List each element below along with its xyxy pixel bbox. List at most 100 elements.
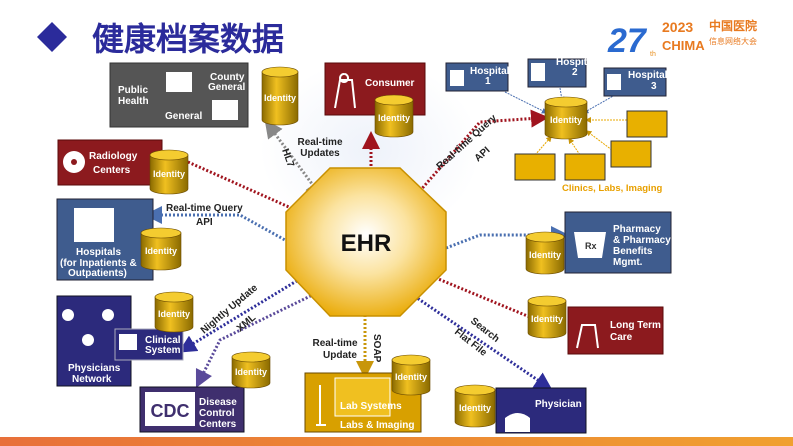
svg-text:Physician: Physician [535, 399, 582, 410]
svg-text:Rx: Rx [585, 241, 597, 251]
microscope-icon [316, 385, 326, 426]
identity-label: Identity [264, 93, 296, 103]
node-pharmacy[interactable]: Rx Pharmacy & Pharmacy Benefits Mgmt. [564, 211, 672, 274]
node-long-term-care[interactable]: Long Term Care [567, 306, 664, 355]
clinics-label: Clinics, Labs, Imaging [562, 183, 662, 194]
svg-text:2023: 2023 [662, 19, 693, 35]
identity-cylinder-consumer: Identity [374, 94, 414, 138]
node-public-health[interactable]: Public Health County General General [109, 62, 249, 128]
svg-text:Real-time Query: Real-time Query [166, 203, 243, 214]
identity-cylinder-labs: Identity [391, 354, 431, 396]
identity-cylinder-physician: Identity [454, 384, 496, 428]
mortar-pestle-icon [574, 232, 606, 258]
walker-person-icon [576, 324, 599, 349]
svg-text:Centers: Centers [199, 419, 237, 430]
building-icon [166, 72, 192, 92]
identity-label: Identity [158, 309, 190, 319]
svg-text:Health: Health [118, 96, 149, 107]
svg-text:CHIMA: CHIMA [662, 38, 705, 53]
svg-text:Hospital: Hospital [470, 66, 510, 77]
doctor-icon [505, 413, 530, 432]
identity-cylinder-pharmacy: Identity [525, 231, 565, 275]
node-hospital-3[interactable]: Hospital 3 [603, 67, 668, 97]
svg-text:Pharmacy: Pharmacy [613, 224, 661, 235]
node-hospital-2[interactable]: Hospital 2 [527, 57, 596, 88]
svg-text:SOAP: SOAP [371, 334, 382, 363]
arrow-public-health [264, 119, 324, 200]
svg-text:Disease: Disease [199, 397, 237, 408]
walker-person-icon [334, 73, 356, 109]
chima-logo: 27 th 2023 CHIMA 中国医院 信息网络大会 [607, 18, 757, 60]
building-icon [212, 100, 238, 120]
svg-text:Care: Care [610, 332, 633, 343]
svg-text:System: System [145, 345, 181, 356]
arrow-cdc [195, 280, 342, 389]
svg-text:3: 3 [651, 81, 657, 92]
node-hospital-1[interactable]: Hospital 1 [445, 62, 510, 92]
svg-text:Real-time: Real-time [297, 137, 342, 148]
svg-text:Updates: Updates [300, 148, 340, 159]
svg-text:Network: Network [72, 374, 112, 385]
node-physician[interactable]: Physician [495, 387, 587, 434]
page-title: 健康档案数据 [92, 20, 284, 58]
clinic-icons [514, 110, 668, 181]
svg-text:Radiology: Radiology [89, 151, 138, 162]
footer-bar [0, 437, 793, 446]
svg-text:1: 1 [485, 76, 491, 87]
svg-text:Nightly Update: Nightly Update [199, 282, 260, 336]
identity-label: Identity [378, 113, 410, 123]
identity-label: Identity [235, 367, 267, 377]
svg-text:API: API [196, 217, 213, 228]
svg-text:Long Term: Long Term [610, 320, 661, 331]
identity-label: Identity [153, 169, 185, 179]
identity-cylinder-public-health: Identity [261, 66, 299, 126]
svg-text:中国医院: 中国医院 [709, 18, 757, 33]
svg-text:Real-time: Real-time [312, 338, 357, 349]
computer-icon [119, 334, 137, 350]
node-hospitals[interactable]: Hospitals (for Inpatients & Outpatients) [56, 198, 154, 281]
identity-label: Identity [550, 115, 582, 125]
identity-cylinder-physicians: Identity [154, 291, 194, 333]
arrow-physician [390, 279, 553, 391]
identity-label: Identity [145, 246, 177, 256]
svg-text:Centers: Centers [93, 165, 131, 176]
ehr-hub [285, 167, 447, 317]
node-clinical-system[interactable]: Clinical System [114, 328, 184, 361]
svg-text:th: th [650, 51, 656, 58]
identity-label: Identity [459, 403, 491, 413]
identity-label: Identity [531, 314, 563, 324]
node-radiology[interactable]: Radiology Centers [57, 139, 163, 186]
identity-label: Identity [529, 250, 561, 260]
svg-text:General: General [165, 111, 202, 122]
svg-text:Control: Control [199, 408, 235, 419]
svg-text:27: 27 [607, 22, 648, 60]
svg-text:2: 2 [572, 67, 578, 78]
cdc-logo: CDC [151, 401, 190, 421]
identity-cylinder-hospitals: Identity [140, 227, 182, 271]
title-bullet-icon [37, 22, 67, 52]
node-cdc[interactable]: CDC Disease Control Centers [139, 386, 245, 433]
svg-text:County: County [210, 72, 245, 83]
svg-text:Mgmt.: Mgmt. [613, 257, 643, 268]
clinic-icon [514, 153, 556, 181]
svg-text:Benefits: Benefits [613, 246, 653, 257]
svg-text:General: General [208, 82, 245, 93]
hospital-building-icon [74, 208, 114, 242]
svg-text:信息网络大会: 信息网络大会 [709, 36, 757, 46]
svg-text:Physicians: Physicians [68, 363, 121, 374]
svg-text:& Pharmacy: & Pharmacy [613, 235, 671, 246]
svg-text:Outpatients): Outpatients) [68, 268, 127, 279]
svg-text:Clinical: Clinical [145, 335, 181, 346]
svg-text:Hospital: Hospital [628, 70, 668, 81]
ehr-label: EHR [341, 230, 392, 257]
clinic-icon [610, 140, 652, 168]
identity-cylinder-hospital-network: Identity [544, 96, 588, 140]
svg-text:Public: Public [118, 85, 148, 96]
svg-text:Hospital: Hospital [556, 57, 596, 68]
clinic-icon [564, 153, 606, 181]
identity-label: Identity [395, 372, 427, 382]
svg-text:Update: Update [323, 350, 357, 361]
svg-text:Consumer: Consumer [365, 78, 415, 89]
